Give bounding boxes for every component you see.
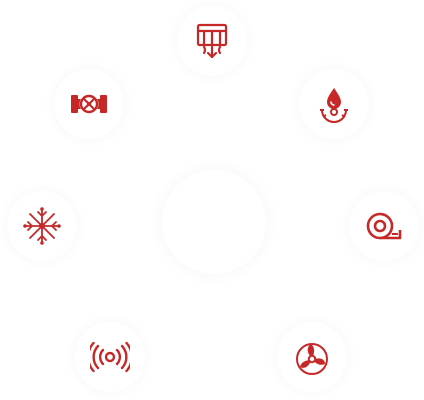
- gear-drop-icon: [320, 88, 348, 123]
- valve-icon: [71, 94, 107, 114]
- tape-roll-icon: [366, 212, 402, 240]
- fan-icon: [296, 343, 328, 375]
- heat-radiator-icon: [196, 23, 228, 59]
- node-heat-radiator[interactable]: [177, 6, 247, 76]
- center-hub: [162, 170, 266, 274]
- node-tape-roll[interactable]: [349, 191, 419, 261]
- node-valve[interactable]: [54, 69, 124, 139]
- node-fan[interactable]: [277, 322, 347, 392]
- node-wireless-signal[interactable]: [75, 322, 145, 392]
- node-snowflake[interactable]: [7, 191, 77, 261]
- wireless-signal-icon: [90, 341, 130, 373]
- node-gear-drop[interactable]: [299, 69, 369, 139]
- snowflake-icon: [23, 207, 61, 245]
